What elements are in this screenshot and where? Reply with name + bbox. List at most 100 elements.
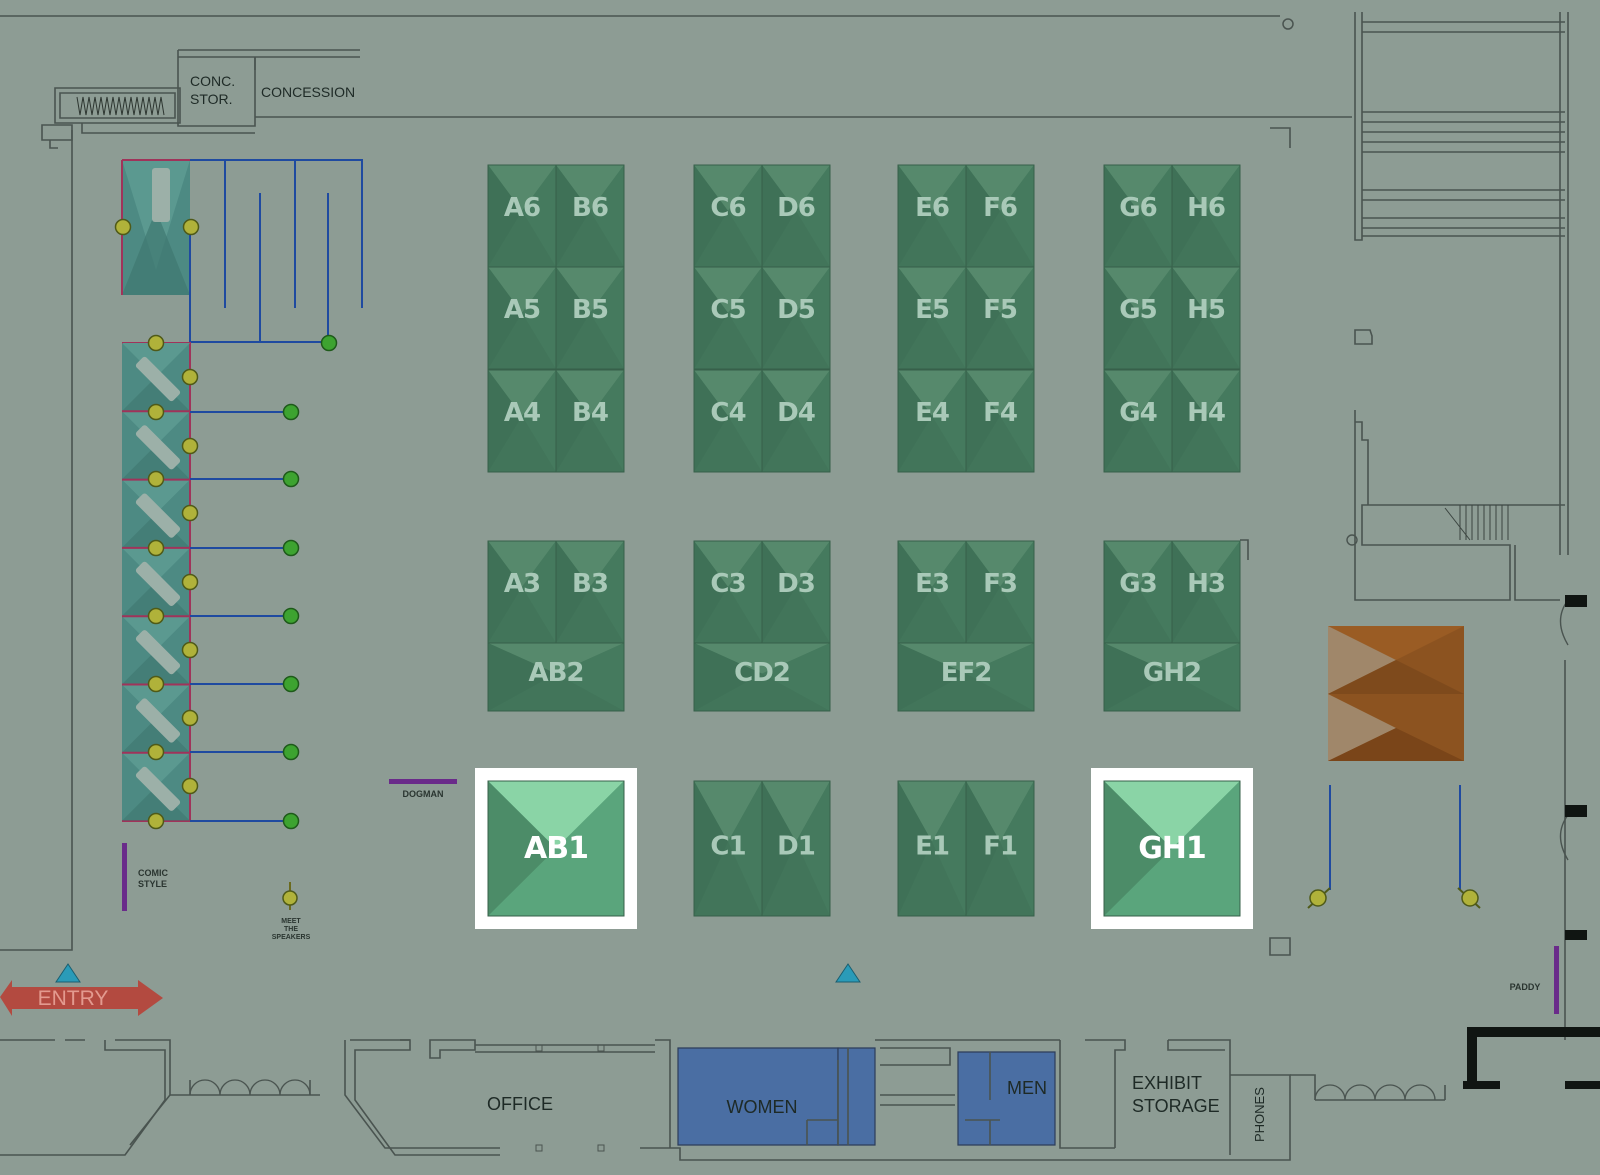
booth-a5[interactable]: A5 bbox=[487, 266, 557, 370]
booth-label: D5 bbox=[777, 295, 815, 325]
booth-b5[interactable]: B5 bbox=[555, 266, 625, 370]
booth-d1[interactable]: D1 bbox=[761, 780, 831, 917]
booth-d3[interactable]: D3 bbox=[761, 540, 831, 644]
room-labels: CONC.STOR. CONCESSION bbox=[190, 73, 355, 107]
stanchion-post bbox=[282, 470, 300, 488]
booth-c6[interactable]: C6 bbox=[693, 164, 763, 268]
booth-h4[interactable]: H4 bbox=[1171, 369, 1241, 473]
booth-e5[interactable]: E5 bbox=[897, 266, 967, 370]
booth-h6[interactable]: H6 bbox=[1171, 164, 1241, 268]
concession-label: CONCESSION bbox=[261, 84, 355, 100]
booth-label: A6 bbox=[504, 193, 540, 223]
booth-label: E5 bbox=[915, 295, 949, 325]
booth-label: C3 bbox=[710, 569, 745, 599]
orange-feature bbox=[1328, 626, 1464, 761]
booth-g6[interactable]: G6 bbox=[1103, 164, 1173, 268]
stanchion-post bbox=[282, 675, 300, 693]
booth-e6[interactable]: E6 bbox=[897, 164, 967, 268]
booth-a6[interactable]: A6 bbox=[487, 164, 557, 268]
booth-b4[interactable]: B4 bbox=[555, 369, 625, 473]
booth-c3[interactable]: C3 bbox=[693, 540, 763, 644]
booth-g3[interactable]: G3 bbox=[1103, 540, 1173, 644]
booth-g4[interactable]: G4 bbox=[1103, 369, 1173, 473]
booth-gh2[interactable]: GH2 bbox=[1103, 642, 1241, 712]
office-label: OFFICE bbox=[487, 1094, 553, 1114]
booth-f3[interactable]: F3 bbox=[965, 540, 1035, 644]
booth-f5[interactable]: F5 bbox=[965, 266, 1035, 370]
booth-f1[interactable]: F1 bbox=[965, 780, 1035, 917]
booth-label: F1 bbox=[983, 832, 1017, 862]
booth-label: G6 bbox=[1119, 193, 1156, 223]
entry-arrow[interactable]: ENTRY bbox=[0, 980, 163, 1016]
booth-label: D3 bbox=[777, 569, 815, 599]
booth-label: E3 bbox=[915, 569, 949, 599]
booth-label: B5 bbox=[572, 295, 608, 325]
booth-label: G5 bbox=[1119, 295, 1156, 325]
booth-ef2[interactable]: EF2 bbox=[897, 642, 1035, 712]
booth-label: A3 bbox=[504, 569, 540, 599]
booth-cd2[interactable]: CD2 bbox=[693, 642, 831, 712]
booth-d5[interactable]: D5 bbox=[761, 266, 831, 370]
booth-e1[interactable]: E1 bbox=[897, 780, 967, 917]
booth-ab1[interactable]: AB1 bbox=[487, 780, 625, 917]
booth-label: A4 bbox=[504, 398, 540, 428]
booth-label: B3 bbox=[572, 569, 608, 599]
booth-h5[interactable]: H5 bbox=[1171, 266, 1241, 370]
booth-label: H3 bbox=[1187, 569, 1225, 599]
booth-label: AB2 bbox=[528, 658, 583, 688]
stanchion-post bbox=[147, 470, 165, 488]
booth-d4[interactable]: D4 bbox=[761, 369, 831, 473]
stanchion-post bbox=[282, 743, 300, 761]
booth-ab2[interactable]: AB2 bbox=[487, 642, 625, 712]
booth-label: F4 bbox=[983, 398, 1017, 428]
booth-label: D6 bbox=[777, 193, 815, 223]
booth-label: F3 bbox=[983, 569, 1017, 599]
booth-e4[interactable]: E4 bbox=[897, 369, 967, 473]
dogman-label: DOGMAN bbox=[403, 789, 444, 799]
booth-label: C4 bbox=[710, 398, 745, 428]
booth-a3[interactable]: A3 bbox=[487, 540, 557, 644]
stanchion-post bbox=[181, 504, 199, 522]
booth-f6[interactable]: F6 bbox=[965, 164, 1035, 268]
booth-f4[interactable]: F4 bbox=[965, 369, 1035, 473]
booth-a4[interactable]: A4 bbox=[487, 369, 557, 473]
booth-c1[interactable]: C1 bbox=[693, 780, 763, 917]
booth-label: CD2 bbox=[734, 658, 790, 688]
stanchion-post bbox=[282, 403, 300, 421]
men-label: MEN bbox=[1007, 1078, 1047, 1098]
booth-c5[interactable]: C5 bbox=[693, 266, 763, 370]
booth-d6[interactable]: D6 bbox=[761, 164, 831, 268]
booth-gh1[interactable]: GH1 bbox=[1103, 780, 1241, 917]
booth-b3[interactable]: B3 bbox=[555, 540, 625, 644]
booth-label: EF2 bbox=[941, 658, 992, 688]
phones-label: PHONES bbox=[1252, 1087, 1267, 1142]
booth-b6[interactable]: B6 bbox=[555, 164, 625, 268]
booth-label: E6 bbox=[915, 193, 949, 223]
booth-c4[interactable]: C4 bbox=[693, 369, 763, 473]
stanchion-post bbox=[282, 539, 300, 557]
stanchions-right bbox=[1307, 785, 1481, 909]
stanchion-post bbox=[181, 573, 199, 591]
rack-unit bbox=[122, 343, 190, 411]
booth-label: E1 bbox=[915, 832, 949, 862]
booth-label: C1 bbox=[710, 832, 745, 862]
stanchion-post bbox=[147, 334, 165, 352]
rack-unit bbox=[122, 410, 190, 480]
booth-label: D1 bbox=[777, 832, 815, 862]
booth-label: B4 bbox=[572, 398, 608, 428]
booth-g5[interactable]: G5 bbox=[1103, 266, 1173, 370]
booth-e3[interactable]: E3 bbox=[897, 540, 967, 644]
stanchion-post bbox=[181, 437, 199, 455]
booth-h3[interactable]: H3 bbox=[1171, 540, 1241, 644]
stanchion-post bbox=[147, 539, 165, 557]
booth-label: C6 bbox=[710, 193, 745, 223]
entry-label: ENTRY bbox=[38, 987, 109, 1010]
booth-label: H6 bbox=[1187, 193, 1225, 223]
stanchion-post bbox=[181, 368, 199, 386]
info-marker bbox=[55, 963, 81, 983]
stanchion-post bbox=[181, 777, 199, 795]
restrooms: WOMEN MEN bbox=[677, 1047, 1056, 1146]
